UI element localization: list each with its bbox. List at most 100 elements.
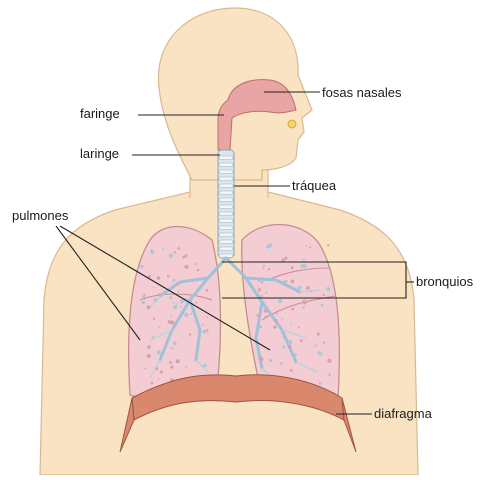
alveoli-dot [148, 275, 151, 278]
alveoli-dot [282, 345, 285, 348]
alveoli-dot [170, 315, 172, 317]
alveoli-dot [206, 329, 209, 332]
alveoli-dot [140, 265, 144, 269]
alveoli-dot [158, 378, 160, 380]
alveoli-dot [281, 318, 283, 320]
alveoli-dot [284, 280, 286, 282]
alveoli-dot [158, 293, 160, 295]
alveoli-dot [197, 269, 200, 272]
alveoli-dot [173, 305, 177, 309]
trachea-ring [219, 205, 233, 209]
alveoli-dot [288, 345, 292, 349]
label-laringe: laringe [80, 146, 119, 161]
alveoli-dot [194, 263, 196, 265]
alveoli-dot [258, 288, 261, 291]
alveoli-dot [327, 244, 329, 246]
alveoli-dot [155, 367, 158, 370]
alveoli-dot [176, 303, 178, 305]
alveoli-dot [164, 293, 166, 295]
alveoli-dot [263, 265, 265, 267]
alveoli-dot [300, 339, 303, 342]
label-traquea: tráquea [292, 178, 336, 193]
alveoli-dot [169, 361, 172, 364]
alveoli-dot [190, 313, 192, 315]
alveoli-dot [317, 333, 320, 336]
alveoli-dot [170, 320, 174, 324]
alveoli-dot [323, 294, 325, 296]
alveoli-dot [167, 275, 170, 278]
alveoli-dot [206, 289, 209, 292]
trachea-ring [219, 191, 233, 195]
alveoli-dot [162, 248, 164, 250]
alveoli-dot [160, 371, 163, 374]
alveoli-dot [291, 266, 294, 269]
alveoli-dot [184, 265, 187, 268]
alveoli-dot [170, 347, 173, 350]
alveoli-dot [153, 298, 157, 302]
alveoli-dot [147, 354, 151, 358]
label-fosas-nasales: fosas nasales [322, 85, 402, 100]
alveoli-dot [323, 341, 326, 344]
alveoli-dot [311, 291, 313, 293]
alveoli-dot [257, 314, 260, 317]
trachea-ring [219, 233, 233, 237]
alveoli-dot [262, 268, 264, 270]
alveoli-dot [195, 302, 197, 304]
alveoli-dot [302, 306, 305, 309]
alveoli-dot [258, 325, 262, 329]
alveoli-dot [151, 249, 153, 251]
alveoli-dot [298, 286, 302, 290]
alveoli-dot [309, 246, 311, 248]
alveoli-dot [261, 295, 264, 298]
alveoli-dot [303, 264, 307, 268]
trachea-ring [219, 247, 233, 251]
alveoli-dot [158, 326, 160, 328]
alveoli-dot [274, 319, 277, 322]
alveoli-dot [326, 287, 330, 291]
trachea-ring [219, 156, 233, 160]
alveoli-dot [288, 340, 292, 344]
alveoli-dot [291, 280, 295, 284]
label-diafragma: diafragma [374, 406, 432, 421]
alveoli-dot [180, 299, 184, 303]
alveoli-dot [259, 357, 263, 361]
trachea-ring [219, 184, 233, 188]
alveoli-dot [152, 336, 154, 338]
alveoli-dot [276, 313, 278, 315]
alveoli-dot [265, 292, 267, 294]
trachea-ring [219, 177, 233, 181]
alveoli-dot [157, 350, 161, 354]
alveoli-dot [303, 259, 305, 261]
alveoli-dot [265, 316, 268, 319]
alveoli-dot [268, 268, 270, 270]
alveoli-dot [148, 345, 151, 348]
alveoli-dot [185, 366, 187, 368]
trachea-ring [219, 212, 233, 216]
alveoli-dot [290, 324, 292, 326]
alveoli-dot [152, 287, 154, 289]
alveoli-dot [306, 245, 308, 247]
trachea-ring [219, 240, 233, 244]
alveoli-dot [273, 325, 276, 328]
alveoli-dot [318, 352, 322, 356]
alveoli-dot [145, 368, 147, 370]
trachea-ring [219, 226, 233, 230]
alveoli-dot [278, 299, 282, 303]
alveoli-dot [151, 382, 154, 385]
alveoli-dot [291, 308, 294, 311]
alveoli-dot [261, 281, 264, 284]
alveoli-dot [269, 359, 272, 362]
alveoli-dot [206, 316, 208, 318]
label-bronquios: bronquios [416, 274, 473, 289]
alveoli-dot [169, 253, 173, 257]
alveoli-dot [169, 296, 172, 299]
alveoli-dot [315, 344, 317, 346]
alveoli-dot [202, 324, 204, 326]
alveoli-dot [280, 362, 283, 365]
alveoli-dot [146, 305, 150, 309]
alveoli-dot [189, 333, 191, 335]
alveoli-dot [298, 326, 300, 328]
trachea-illustration [218, 150, 234, 258]
alveoli-dot [176, 359, 180, 363]
